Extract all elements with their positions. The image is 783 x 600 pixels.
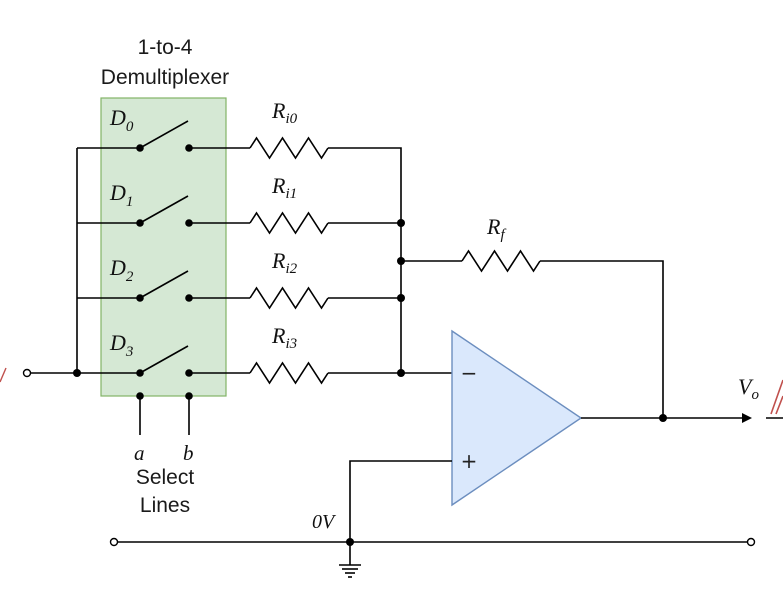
select-b-junction — [185, 392, 193, 400]
resistor-ri1 — [249, 211, 329, 235]
label-ri0: Ri0 — [271, 98, 298, 127]
resistor-ri2 — [249, 286, 329, 310]
output-waveform-fragment — [770, 379, 783, 415]
ground-symbol-icon — [339, 564, 361, 578]
label-d2: D2 — [109, 255, 134, 285]
wire-rf-to-output — [540, 260, 664, 418]
output-arrow-icon — [742, 413, 752, 423]
opamp-body — [451, 329, 583, 507]
output-junction — [659, 414, 667, 422]
label-rf: Rf — [486, 214, 506, 243]
switch-d2 — [136, 270, 193, 302]
input-terminal — [22, 368, 32, 378]
label-vo: Vo — [738, 374, 759, 403]
node-junction-1 — [397, 219, 405, 227]
label-select-b: b — [183, 441, 194, 465]
demux-title-line2: Demultiplexer — [101, 66, 229, 89]
ground-rail-left-terminal — [109, 537, 119, 547]
opamp-inverting-sign: − — [461, 361, 478, 385]
resistor-ri3 — [249, 361, 329, 385]
label-d1: D1 — [109, 180, 133, 210]
ground-rail-right-terminal — [746, 537, 756, 547]
label-select-a: a — [134, 441, 145, 465]
label-ri2: Ri2 — [271, 248, 298, 277]
input-junction — [73, 369, 81, 377]
label-d0: D0 — [109, 105, 134, 135]
wire-noninverting-to-ground — [349, 460, 452, 565]
select-a-junction — [136, 392, 144, 400]
node-junction-3 — [397, 369, 405, 377]
ground-junction — [346, 538, 354, 546]
select-caption-line1: Select — [136, 466, 195, 489]
demux-title-line1: 1-to-4 — [138, 36, 193, 59]
opamp-noninverting-sign: + — [461, 449, 478, 473]
resistor-rf — [461, 249, 541, 273]
label-d3: D3 — [109, 330, 133, 360]
wire-ri0-to-node — [328, 147, 402, 373]
node-junction-2 — [397, 294, 405, 302]
label-0v: 0V — [312, 511, 337, 533]
resistor-ri0 — [249, 136, 329, 160]
input-waveform-fragment — [0, 367, 7, 383]
label-ri1: Ri1 — [271, 173, 297, 202]
select-caption-line2: Lines — [140, 494, 190, 517]
label-ri3: Ri3 — [271, 323, 297, 352]
bus-branches — [77, 147, 140, 299]
